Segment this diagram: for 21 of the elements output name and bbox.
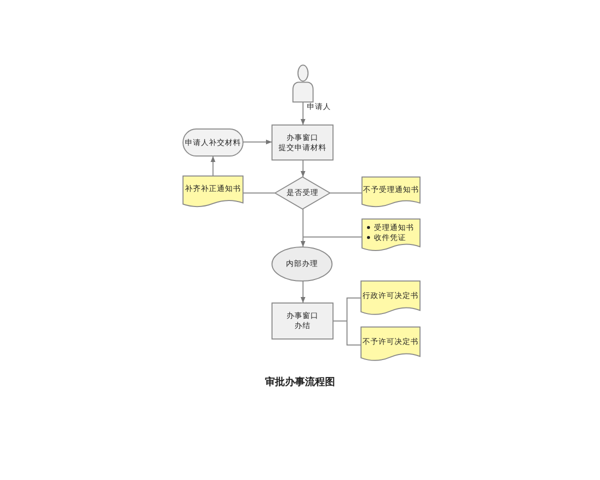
arrow — [300, 160, 306, 178]
document-shape — [362, 219, 420, 252]
diagram-title: 审批办事流程图 — [264, 375, 336, 389]
connector-line — [302, 208, 362, 238]
arrow — [300, 280, 306, 304]
document-shape — [183, 176, 243, 208]
arrow — [242, 140, 272, 144]
process-ellipse — [272, 247, 332, 281]
document-shape — [361, 327, 420, 362]
connector-line — [332, 320, 362, 346]
document-shape — [361, 281, 420, 316]
decision-diamond — [275, 177, 330, 209]
arrow — [210, 156, 216, 176]
terminal-shape — [183, 129, 243, 156]
arrow — [300, 102, 306, 126]
connector-line — [330, 192, 362, 194]
process-box — [272, 303, 333, 339]
connector-line — [242, 192, 276, 194]
person-icon — [291, 64, 315, 102]
process-box — [272, 125, 333, 160]
document-shape — [362, 177, 420, 208]
